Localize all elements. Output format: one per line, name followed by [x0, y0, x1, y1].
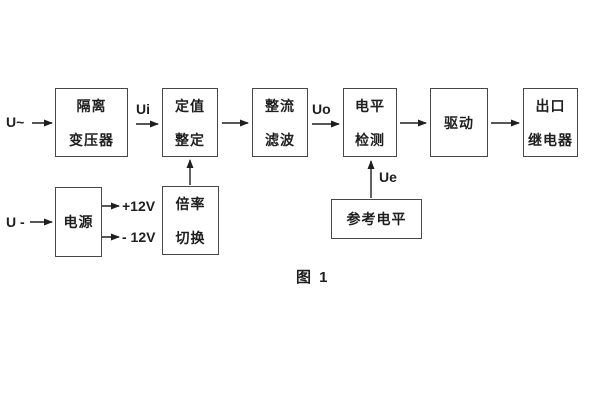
block-label: 整流 [265, 97, 295, 114]
block-label: 定值 [175, 97, 205, 114]
signal-label-udc: U - [6, 214, 25, 230]
figure-caption: 图 1 [296, 269, 330, 286]
signal-label-uo: Uo [312, 101, 331, 117]
block-reference-level: 参考电平 [331, 199, 422, 239]
block-label: 电平 [355, 97, 385, 114]
block-label: 继电器 [528, 131, 573, 148]
block-label: 出口 [535, 97, 566, 114]
block-output-relay: 出口 继电器 [523, 88, 578, 157]
block-driver: 驱动 [430, 88, 488, 157]
block-label: 检测 [355, 131, 385, 148]
block-level-detection: 电平 检测 [343, 88, 397, 157]
block-label: 整定 [175, 131, 205, 148]
block-label: 变压器 [69, 131, 114, 148]
block-setting-adjustment: 定值 整定 [162, 88, 218, 157]
block-label: 参考电平 [346, 211, 407, 227]
block-multiplier-switch: 倍率 切换 [162, 186, 219, 255]
signal-label-pos12v: +12V [122, 198, 156, 214]
block-label: 电源 [63, 214, 94, 230]
block-rectifier-filter: 整流 滤波 [252, 88, 308, 157]
signal-label-ue: Ue [379, 169, 397, 185]
signal-label-ui: Ui [136, 101, 150, 117]
signal-label-neg12v: - 12V [122, 229, 156, 245]
block-label: 切换 [175, 229, 206, 246]
block-label: 滤波 [265, 131, 295, 148]
block-label: 隔离 [76, 97, 107, 114]
block-label: 倍率 [175, 195, 206, 212]
block-power-supply: 电源 [55, 187, 102, 257]
signal-label-uac: U~ [6, 114, 25, 130]
block-label: 驱动 [444, 114, 474, 131]
block-isolation-transformer: 隔离 变压器 [55, 88, 128, 157]
